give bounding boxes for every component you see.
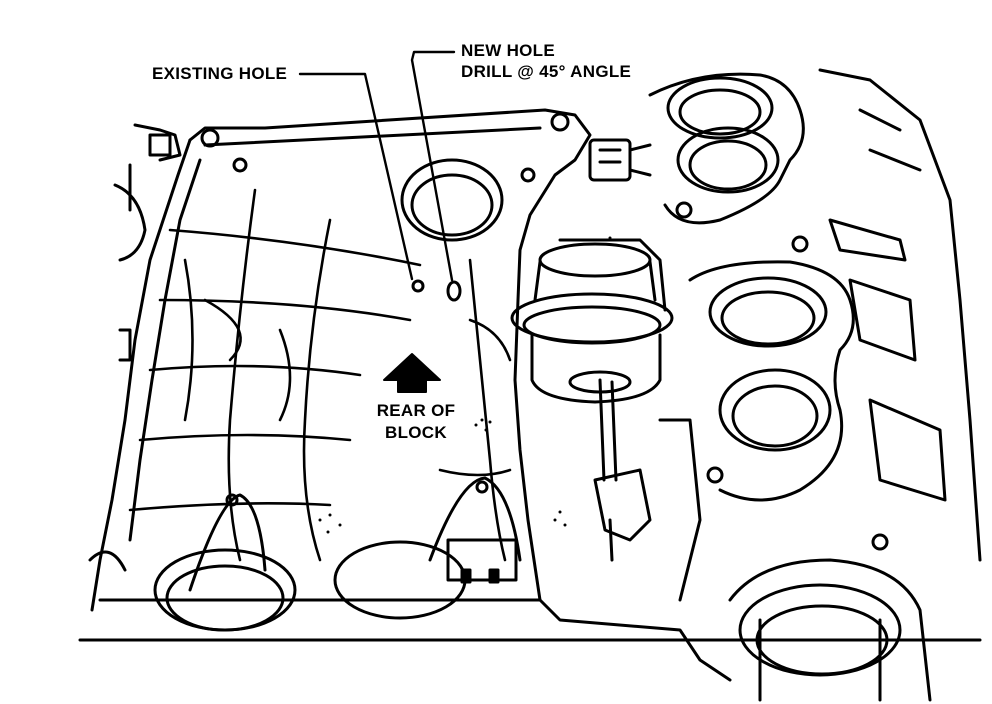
intake-manifold xyxy=(648,68,982,562)
lower-cover-ports xyxy=(78,476,982,682)
new-hole-leader xyxy=(410,50,456,282)
existing-hole-label: EXISTING HOLE xyxy=(152,64,288,83)
existing-hole-leader xyxy=(298,72,414,281)
new-hole-label: NEW HOLE xyxy=(461,41,556,60)
drill-angle-label: DRILL @ 45° ANGLE xyxy=(461,62,632,81)
leader-lines xyxy=(298,50,456,282)
regulator-canister xyxy=(510,238,702,602)
lower-port xyxy=(728,558,932,702)
sensor-connector xyxy=(588,138,652,182)
left-bracket xyxy=(113,123,182,362)
plate-ribs xyxy=(128,188,512,562)
cover-plate xyxy=(90,108,592,612)
rear-of-label: REAR OF xyxy=(376,401,456,420)
block-label: BLOCK xyxy=(385,423,447,442)
rear-arrow xyxy=(383,353,441,393)
stipple xyxy=(318,236,612,534)
